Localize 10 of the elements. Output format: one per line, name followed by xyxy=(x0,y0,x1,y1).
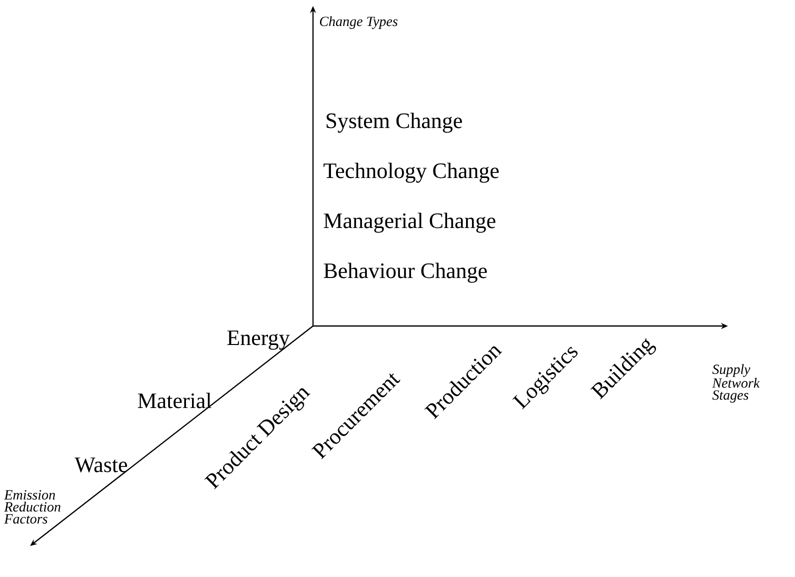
axis-label: Supply Network Stages xyxy=(712,364,760,403)
category-label: Material xyxy=(138,392,212,408)
category-label: Behaviour Change xyxy=(324,262,487,283)
category-label: Waste xyxy=(74,458,128,472)
category-label: Technology Change xyxy=(324,162,499,183)
axis-label: Change Types xyxy=(320,16,398,30)
category-label: Managerial Change xyxy=(324,212,496,233)
category-label: System Change xyxy=(326,112,462,133)
axis-label: Emission Reduction Factors xyxy=(4,490,60,524)
category-label: Energy xyxy=(227,330,290,350)
